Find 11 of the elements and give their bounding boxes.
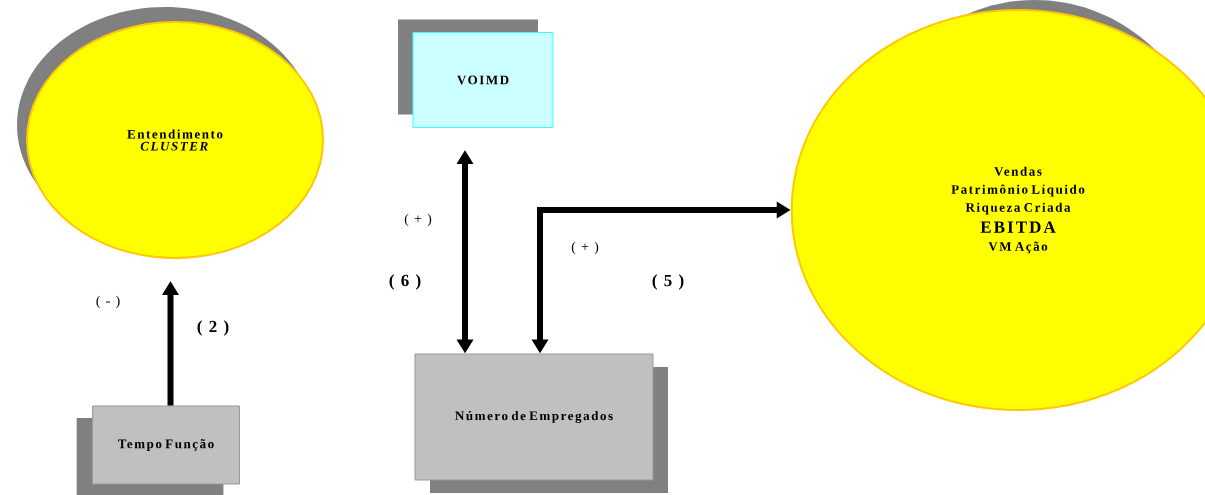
callout-number: ( 6 )	[389, 274, 421, 290]
ellipse-node: Vendas Patrimônio Líquido Riqueza Criada EBITDA VM Ação	[790, 0, 1205, 411]
callout-number: ( 5 )	[652, 274, 684, 290]
ellipse-node: Entendimento CLUSTER	[17, 7, 324, 259]
process-box: Tempo Função	[76, 405, 240, 495]
sign-label: ( + )	[571, 241, 599, 255]
process-box: Número de Empregados	[414, 353, 668, 493]
sign-label: ( + )	[404, 213, 432, 227]
callout-number: ( 2 )	[197, 320, 229, 336]
sign-label: ( - )	[96, 295, 120, 309]
process-box: VOIMD	[398, 19, 554, 128]
